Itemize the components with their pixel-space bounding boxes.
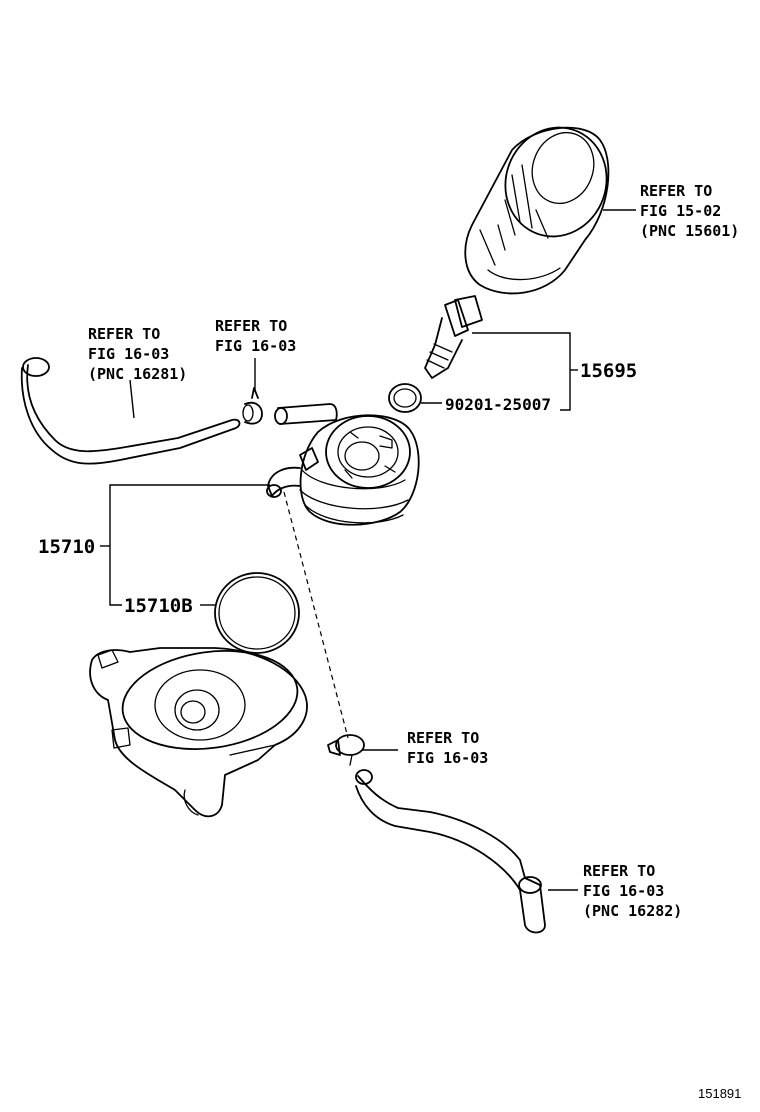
oil-filter[interactable]	[464, 113, 622, 295]
callout-lower-hose-line3: (PNC 16282)	[583, 902, 682, 920]
part-number-gasket[interactable]: 90201-25007	[445, 395, 551, 414]
part-number-oil-cooler[interactable]: 15710	[38, 536, 95, 558]
callout-oil-filter-line3: (PNC 15601)	[640, 222, 739, 240]
upper-hose[interactable]	[20, 357, 241, 465]
callout-oil-filter-line2: FIG 15-02	[640, 202, 721, 220]
dashed-alignment-line	[283, 491, 349, 739]
callout-lower-clamp-line2: FIG 16-03	[407, 749, 488, 767]
callout-upper-hose-line2: FIG 16-03	[88, 345, 169, 363]
lower-hose[interactable]	[355, 769, 546, 934]
leader-cooler	[109, 484, 270, 606]
callout-upper-hose-line1: REFER TO	[88, 325, 160, 343]
part-number-union-bolt[interactable]: 15695	[580, 360, 637, 382]
union-bolt[interactable]	[424, 295, 483, 379]
leader-upper-hose	[129, 379, 135, 419]
callout-upper-hose-line3: (PNC 16281)	[88, 365, 187, 383]
callout-upper-clamp-line1: REFER TO	[215, 317, 287, 335]
lower-hose-clamp[interactable]	[327, 734, 365, 766]
gasket-washer[interactable]	[388, 383, 422, 413]
straight-pipe[interactable]	[274, 403, 338, 425]
callout-lower-clamp-line1: REFER TO	[407, 729, 479, 747]
o-ring[interactable]	[214, 572, 300, 654]
oil-cooler-housing[interactable]	[89, 640, 308, 818]
part-number-o-ring[interactable]: 15710B	[124, 595, 193, 617]
cooler-pipe-connector[interactable]	[266, 447, 319, 498]
upper-hose-clamp[interactable]	[242, 387, 263, 425]
callout-lower-hose-line2: FIG 16-03	[583, 882, 664, 900]
oil-cooler[interactable]	[299, 414, 420, 526]
figure-number: 151891	[698, 1086, 741, 1101]
callout-upper-clamp-line2: FIG 16-03	[215, 337, 296, 355]
callout-oil-filter-line1: REFER TO	[640, 182, 712, 200]
callout-lower-hose-line1: REFER TO	[583, 862, 655, 880]
leader-union-bolt	[472, 332, 571, 411]
